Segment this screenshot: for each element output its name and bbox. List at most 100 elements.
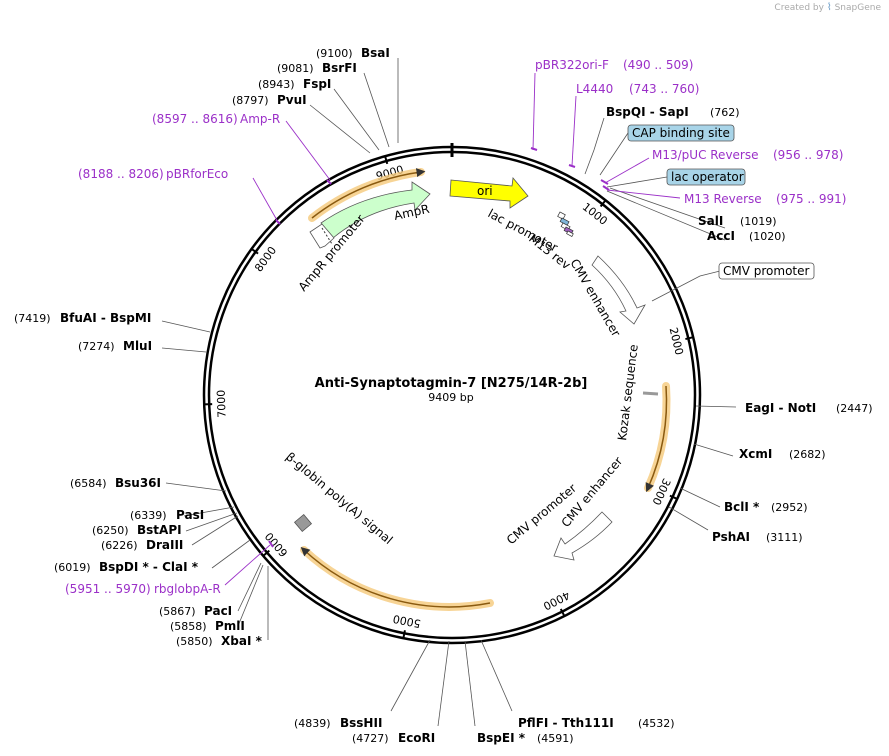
site-name-pvui[interactable]: PvuI (277, 93, 307, 107)
tick-label-7000: 7000 (215, 389, 229, 417)
feature-beta-globin-polya[interactable] (293, 513, 313, 533)
primer-range-m13-puc-reverse: (956 .. 978) (773, 148, 843, 162)
site-name-bsrfi[interactable]: BsrFI (322, 61, 357, 75)
site-pos-bstapi: (6250) (92, 524, 129, 537)
site-pos-eagi-noti: (2447) (836, 402, 873, 415)
primer-name-pbr322ori-f[interactable]: pBR322ori-F (535, 58, 609, 72)
tick-label-2000: 2000 (667, 326, 686, 356)
box-label-cmv-promoter: CMV promoter (723, 264, 810, 278)
snapgene-branding: Created by ⌇ SnapGene (774, 2, 881, 13)
site-name-eagi-noti[interactable]: EagI - NotI (745, 401, 816, 415)
site-pos-bsshii: (4839) (294, 717, 331, 730)
tick-label-8000: 8000 (252, 244, 279, 274)
site-pos-pshai: (3111) (766, 531, 803, 544)
box-leaders (599, 132, 668, 188)
plasmid-title: Anti-Synaptotagmin-7 [N275/14R-2b] (315, 376, 588, 391)
primer-name-rbglobpa-r[interactable]: rbglobpA-R (154, 582, 221, 596)
primer-name-amp-r[interactable]: Amp-R (240, 112, 280, 126)
site-name-draiii[interactable]: DraIII (146, 538, 183, 552)
site-name-sali[interactable]: SalI (698, 214, 723, 228)
site-name-bcli[interactable]: BclI * (724, 500, 760, 514)
snapgene-logo-icon: ⌇ (826, 2, 832, 13)
tick-2000 (685, 336, 694, 341)
orf-arc-5000 (300, 546, 494, 611)
primer-range-pbrforeco: (8188 .. 8206) (78, 167, 164, 181)
site-pos-bcli: (2952) (771, 501, 808, 514)
site-pos-ecori: (4727) (352, 732, 389, 745)
site-pos-bsu36i: (6584) (70, 477, 107, 490)
site-name-xcmi[interactable]: XcmI (739, 447, 772, 461)
boxed-labels: CAP binding site lac operator CMV promot… (627, 124, 815, 280)
site-name-pmli[interactable]: PmlI (215, 619, 245, 633)
site-name-pshai[interactable]: PshAI (712, 530, 750, 544)
tick-9000 (384, 155, 389, 165)
primer-name-m13-reverse[interactable]: M13 Reverse (684, 192, 762, 206)
site-name-pflfi-tth111i[interactable]: PflFI - Tth111I (518, 716, 614, 730)
site-name-paci[interactable]: PacI (204, 604, 232, 618)
site-name-xbai[interactable]: XbaI * (221, 634, 263, 648)
site-name-ecori[interactable]: EcoRI (398, 731, 435, 745)
site-pos-xcmi: (2682) (789, 448, 826, 461)
site-pos-pvui: (8797) (232, 94, 269, 107)
site-name-bsu36i[interactable]: Bsu36I (115, 476, 161, 490)
site-pos-fspi: (8943) (258, 78, 295, 91)
site-pos-bspqi-sapi: (762) (710, 106, 740, 119)
site-pos-draiii: (6226) (101, 539, 138, 552)
feature-kozak[interactable] (642, 391, 659, 396)
box-cmv-promoter[interactable] (718, 262, 815, 280)
primer-name-m13-puc-reverse[interactable]: M13/pUC Reverse (652, 148, 759, 162)
primer-name-pbrforeco[interactable]: pBRforEco (166, 167, 228, 181)
site-pos-pasi: (6339) (130, 509, 167, 522)
tick-1000 (599, 199, 607, 208)
plasmid-length: 9409 bp (428, 391, 473, 404)
snapgene-name: SnapGene (834, 3, 881, 13)
feature-ampr-promoter[interactable] (309, 223, 335, 249)
primer-range-pbr322ori-f: (490 .. 509) (623, 58, 693, 72)
site-name-bsai[interactable]: BsaI (361, 46, 390, 60)
ampr-promoter-dash (321, 227, 333, 245)
orf-arc-5000-line (300, 546, 491, 608)
site-pos-bsai: (9100) (316, 47, 353, 60)
site-pos-bfuai-bspmi: (7419) (14, 312, 51, 325)
site-pos-acci: (1020) (749, 230, 786, 243)
created-by-text: Created by (774, 3, 824, 13)
feature-ori[interactable] (449, 177, 529, 209)
lac-feature-stack[interactable] (557, 211, 574, 237)
site-name-pasi[interactable]: PasI (176, 508, 204, 522)
box-label-cap-binding-site: CAP binding site (632, 126, 730, 140)
feature-cmv-promoter[interactable] (553, 511, 613, 561)
primer-leaders (224, 72, 681, 586)
site-pos-pflfi-tth111i: (4532) (638, 717, 675, 730)
primer-name-l4440[interactable]: L4440 (576, 82, 613, 96)
primer-range-amp-r: (8597 .. 8616) (152, 112, 238, 126)
site-name-mlui[interactable]: MluI (123, 339, 152, 353)
site-name-bfuai-bspmi[interactable]: BfuAI - BspMI (60, 311, 151, 325)
site-pos-bspei: (4591) (537, 732, 574, 745)
leader-lines (161, 58, 737, 727)
primer-range-m13-reverse: (975 .. 991) (776, 192, 846, 206)
tick-3000 (669, 494, 678, 500)
feature-label-kozak: Kozak sequence (615, 344, 641, 442)
site-name-bspqi-sapi[interactable]: BspQI - SapI (606, 105, 689, 119)
primer-range-rbglobpa-r: (5951 .. 5970) (65, 582, 151, 596)
site-name-bspdi-clai[interactable]: BspDI * - ClaI * (99, 560, 199, 574)
site-pos-bspdi-clai: (6019) (54, 561, 91, 574)
site-pos-paci: (5867) (159, 605, 196, 618)
site-pos-sali: (1019) (740, 215, 777, 228)
site-name-fspi[interactable]: FspI (303, 77, 331, 91)
site-name-bspei[interactable]: BspEI * (477, 731, 526, 745)
site-name-bstapi[interactable]: BstAPI (137, 523, 182, 537)
tick-6000 (262, 549, 270, 557)
feature-cmv-enhancer-1[interactable] (591, 255, 646, 325)
tick-8000 (251, 248, 259, 255)
site-name-bsshii[interactable]: BssHII (340, 716, 382, 730)
tick-label-5000: 5000 (392, 612, 422, 630)
feature-label-beta-globin-polya: β-globin poly(A) signal (283, 450, 395, 547)
primer-marks (268, 147, 610, 548)
site-name-acci[interactable]: AccI (707, 229, 735, 243)
feature-label-cmv-enhancer-1: CMV enhancer (567, 257, 623, 340)
tick-label-6000: 6000 (263, 530, 291, 560)
site-pos-bsrfi: (9081) (277, 62, 314, 75)
feature-ampr[interactable] (320, 181, 431, 239)
